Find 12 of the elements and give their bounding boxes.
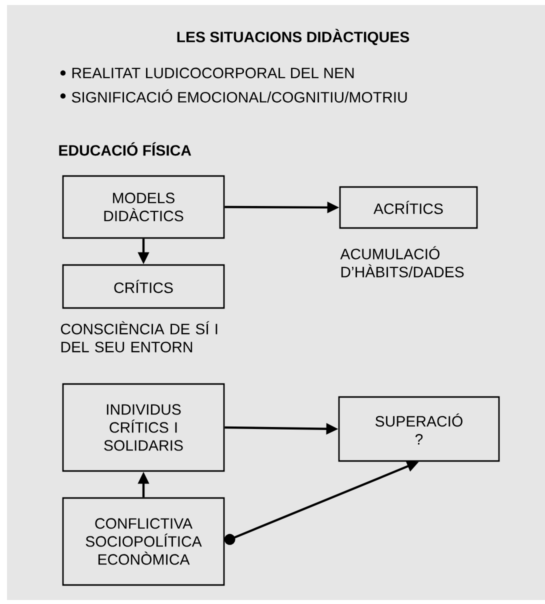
title: LES SITUACIONS DIDÀCTIQUES <box>177 28 410 46</box>
bullet-text: SIGNIFICACIÓ EMOCIONAL/COGNITIU/MOTRIU <box>72 89 407 103</box>
section-heading: EDUCACIÓ FÍSICA <box>59 142 192 156</box>
box-caption: CONSCIÈNCIA DE SÍ I DEL SEU ENTORN <box>60 321 218 352</box>
process-box: MODELS DIDÀCTICS <box>62 175 225 239</box>
process-box: CONFLICTIVA SOCIOPOLÍTICA ECONÒMICA <box>62 497 225 586</box>
box-caption: ACUMULACIÓ D’HÀBITS/DADES <box>340 246 464 278</box>
bullet-text: REALITAT LUDICOCORPORAL DEL NEN <box>72 68 354 78</box>
process-box: SUPERACIÓ ? <box>338 396 500 462</box>
process-box: INDIVIDUS CRÍTICS I SOLIDARIS <box>62 383 225 472</box>
process-box: CRÍTICS <box>62 264 225 309</box>
process-box: ACRÍTICS <box>339 186 478 229</box>
